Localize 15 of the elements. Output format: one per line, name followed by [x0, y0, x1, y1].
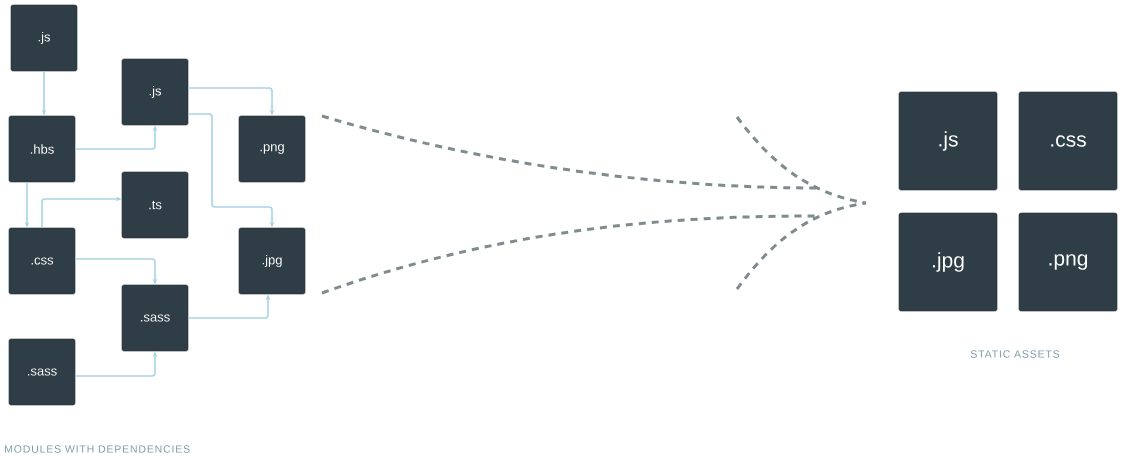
file-box: .sass — [121, 284, 189, 352]
file-box: .ts — [121, 171, 189, 239]
file-box: .png — [238, 115, 306, 183]
file-box: .hbs — [8, 115, 76, 183]
file-box: .js — [898, 91, 998, 191]
file-box: .sass — [8, 338, 76, 406]
file-box: .css — [8, 227, 76, 295]
file-box: .jpg — [898, 212, 998, 312]
section-label: MODULES WITH DEPENDENCIES — [5, 445, 190, 453]
file-box: .png — [1018, 212, 1118, 312]
file-box: .js — [10, 4, 78, 72]
file-box: .css — [1018, 91, 1118, 191]
file-box: .js — [121, 58, 189, 126]
section-label: STATIC ASSETS — [970, 350, 1060, 358]
file-box: .jpg — [238, 227, 306, 295]
